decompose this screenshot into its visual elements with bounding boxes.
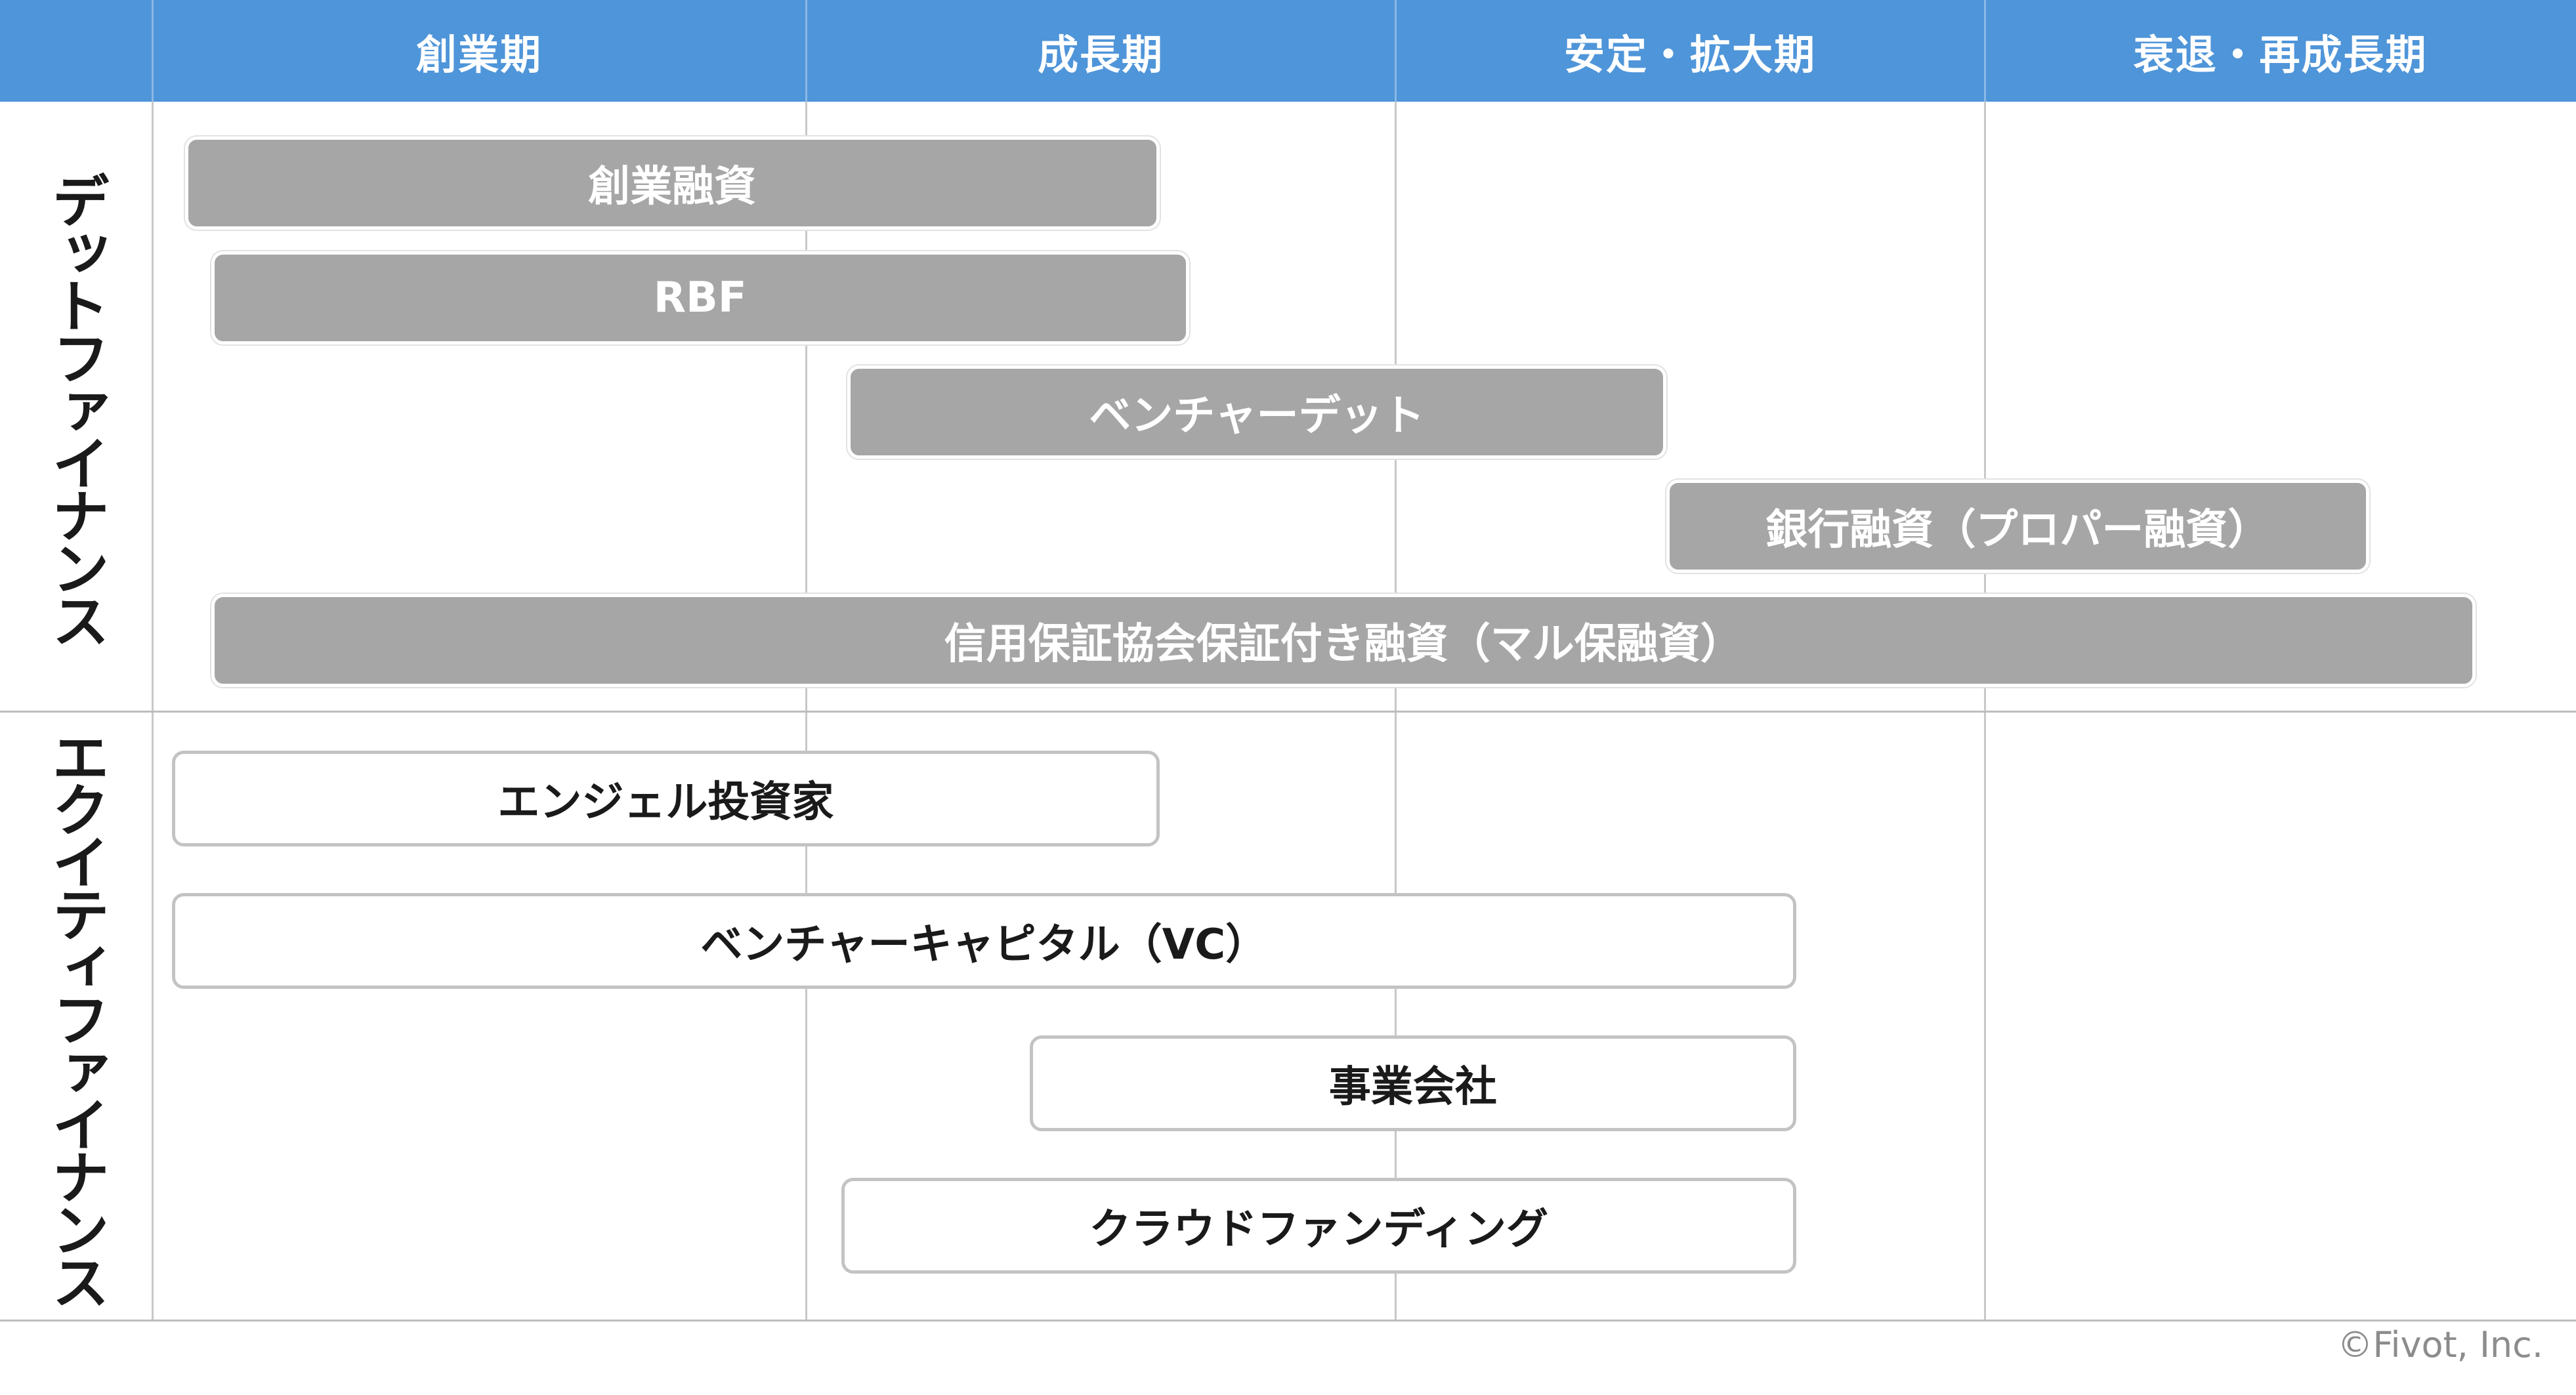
equity-bar-label: 事業会社 [1328,1063,1497,1112]
equity-bar-2: ベンチャーキャピタル（VC） [171,893,1796,989]
debt-finance-label: デットファイナンス [42,171,110,644]
stage-header-2: 成長期 [1037,30,1164,79]
header-separator-3 [1984,0,1986,102]
stage-header-1: 創業期 [415,30,542,79]
equity-bar-1: エンジェル投資家 [171,751,1160,846]
header-separator-2 [1395,0,1397,102]
header-separator-1 [805,0,807,102]
debt-bar-1: 創業融資 [184,136,1160,230]
equity-bar-label: クラウドファンディング [1089,1205,1549,1254]
stage-header-4: 衰退・再成長期 [2133,30,2428,79]
debt-bar-4: 銀行融資（プロパー融資） [1666,480,2369,573]
equity-bar-label: エンジェル投資家 [497,778,834,827]
debt-bar-2: RBF [211,251,1189,344]
stage-header-3: 安定・拡大期 [1563,30,1816,79]
row-divider-line [0,711,2576,713]
equity-bar-4: クラウドファンディング [841,1178,1796,1274]
row-label-debt: デットファイナンス [0,104,152,711]
debt-bar-label: 銀行融資（プロパー融資） [1765,506,2270,554]
debt-bar-label: 信用保証協会保証付き融資（マル保融資） [944,620,1742,669]
debt-bar-5: 信用保証協会保証付き融資（マル保融資） [211,594,2476,687]
equity-bar-3: 事業会社 [1030,1035,1796,1131]
debt-bar-3: ベンチャーデット [847,365,1667,459]
stage-header-bar [0,0,2576,102]
debt-bar-label: RBF [653,274,747,322]
debt-bar-label: ベンチャーデット [1089,392,1425,440]
copyright-notice: ©Fivot, Inc. [2337,1324,2543,1365]
equity-bar-label: ベンチャーキャピタル（VC） [700,921,1268,969]
debt-bar-label: 創業融資 [588,163,757,211]
row-label-equity: エクイティファイナンス [0,713,152,1320]
equity-finance-label: エクイティファイナンス [42,727,110,1305]
header-separator-0 [152,0,154,102]
grid-bottom-line [0,1320,2576,1322]
